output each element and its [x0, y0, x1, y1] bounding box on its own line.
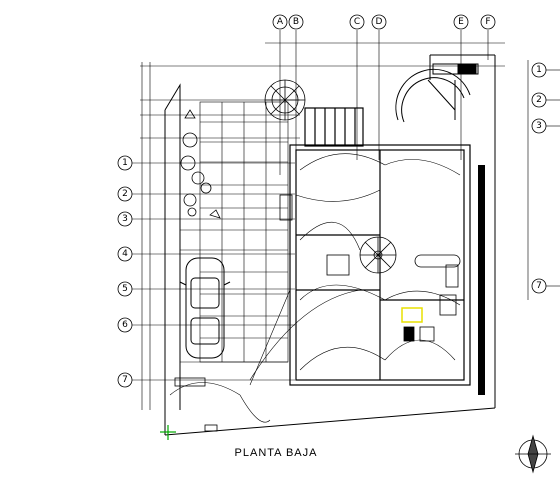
top-dimension-lines [140, 30, 505, 175]
highlight-box [401, 307, 423, 323]
axis-labels-right: 1 2 3 7 [536, 65, 542, 291]
car-icon [179, 257, 231, 359]
axis-label-2: 2 [122, 189, 128, 199]
axis-bubbles-top [272, 14, 496, 30]
axis-label-right-2: 2 [536, 95, 542, 105]
axis-label-right-7: 7 [536, 281, 542, 291]
axis-label-b: B [293, 17, 299, 27]
axis-labels-top: A B C D E F [277, 17, 491, 27]
axis-label-a: A [277, 17, 284, 27]
house-walls [289, 107, 471, 386]
axis-label-5: 5 [122, 284, 128, 294]
axis-label-3: 3 [122, 214, 128, 224]
fixtures [174, 194, 461, 432]
tree-icon [264, 79, 306, 121]
axis-label-6: 6 [122, 320, 128, 330]
axis-labels-left: 1 2 3 4 5 6 7 [122, 158, 128, 385]
entry-marker-icon [160, 425, 176, 440]
axis-label-c: C [354, 17, 360, 27]
axis-bubbles-right [531, 62, 547, 294]
north-arrow-icon [515, 434, 551, 474]
axis-label-1: 1 [122, 158, 128, 168]
axis-label-right-3: 3 [536, 121, 542, 131]
electrical-circuits [169, 153, 461, 423]
axis-label-4: 4 [122, 249, 128, 259]
drawing-title: PLANTA BAJA [235, 447, 318, 459]
site-boundary [164, 54, 496, 436]
paving-grid [180, 101, 289, 363]
boundary-wall-fill [478, 165, 485, 395]
axis-label-f: F [485, 17, 490, 27]
spiral-stair-icon [359, 236, 397, 274]
adjacent-drawing-edge [527, 60, 560, 300]
axis-label-right-1: 1 [536, 65, 542, 75]
left-dimension-lines [132, 62, 300, 410]
axis-label-d: D [376, 17, 383, 27]
bay-window [395, 63, 479, 123]
axis-label-e: E [458, 17, 464, 27]
axis-label-7: 7 [122, 375, 128, 385]
plants-group [180, 109, 221, 219]
axis-bubbles-left [117, 155, 133, 388]
